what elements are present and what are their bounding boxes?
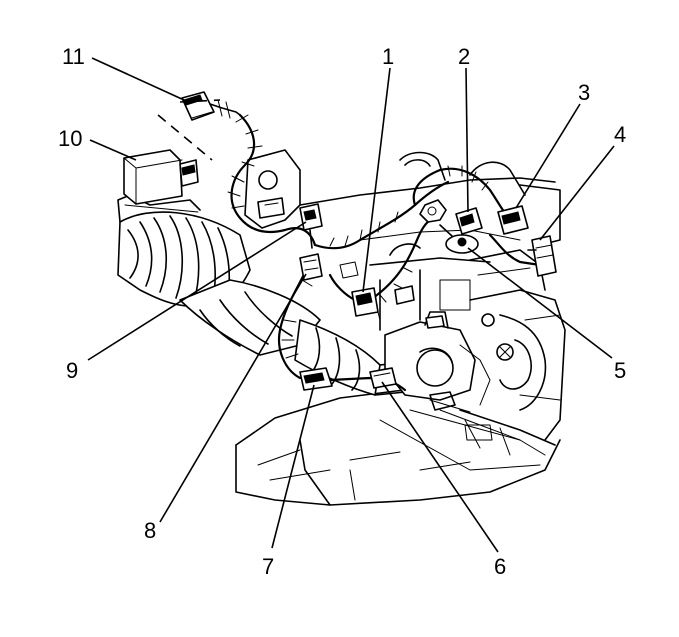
connector-8 (299, 253, 323, 281)
sensor-bracket (244, 149, 301, 229)
connector-10 (123, 149, 199, 205)
callout-10: 10 (58, 126, 82, 151)
sensor-6 (369, 367, 397, 389)
engine-lower-housing (235, 387, 561, 506)
callout-labels: 1 2 3 4 5 6 7 8 9 10 11 (58, 44, 626, 579)
ground-bolt-5 (439, 224, 479, 254)
connector-3 (497, 205, 529, 235)
intake-manifold (299, 151, 561, 331)
connector-7 (299, 367, 333, 391)
callout-5: 5 (614, 358, 626, 383)
callout-4: 4 (614, 122, 626, 147)
connector-2 (455, 207, 483, 235)
bolt-head (419, 199, 447, 223)
leader-11 (91, 57, 185, 101)
wiring-harness (227, 113, 542, 392)
callout-1: 1 (382, 44, 394, 69)
callout-8: 8 (144, 518, 156, 543)
callout-7: 7 (262, 554, 274, 579)
leader-4 (539, 145, 615, 241)
engine-right-components (469, 249, 566, 441)
callout-11: 11 (62, 44, 85, 69)
leader-lines (87, 57, 615, 553)
callout-6: 6 (494, 554, 506, 579)
dashed-guide-line (157, 114, 213, 161)
leader-2 (465, 67, 469, 213)
connector-1 (351, 287, 381, 321)
leader-1 (362, 67, 391, 293)
leader-6 (381, 381, 499, 553)
callout-3: 3 (578, 80, 590, 105)
leader-9 (87, 221, 307, 361)
callout-2: 2 (458, 44, 470, 69)
connector-9 (299, 203, 323, 249)
component-4 (527, 235, 557, 277)
leader-7 (271, 384, 315, 549)
throttle-body (384, 311, 546, 456)
leader-10 (89, 139, 137, 161)
callout-9: 9 (66, 358, 78, 383)
dashed-guide-line (179, 99, 221, 103)
leader-3 (515, 103, 581, 209)
air-intake-duct (117, 194, 407, 396)
leader-8 (159, 273, 307, 523)
connector-11 (181, 91, 241, 121)
leader-5 (467, 247, 613, 359)
misc-hardware (339, 261, 493, 441)
